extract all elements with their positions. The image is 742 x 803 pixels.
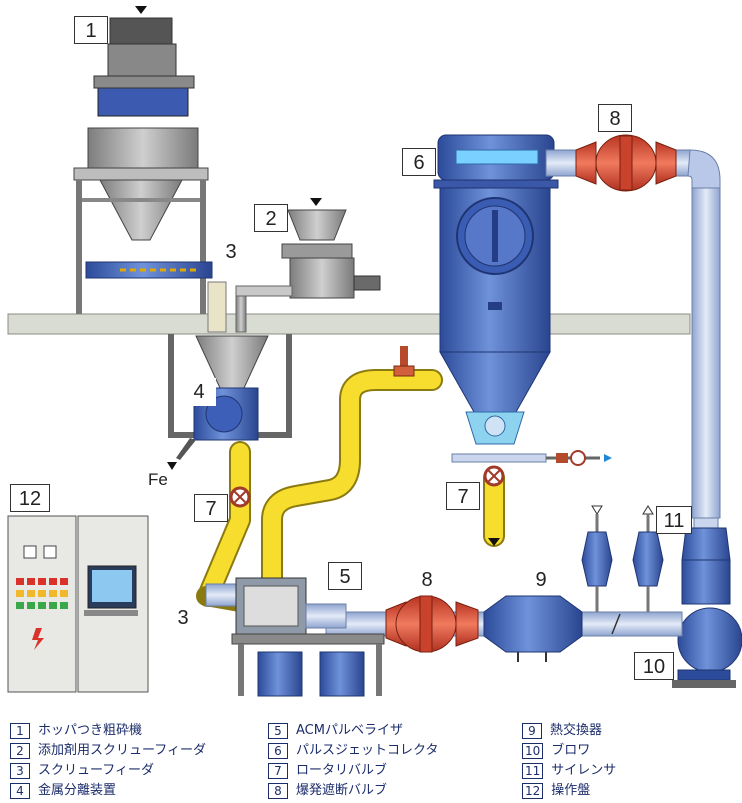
explosion-valve-top — [575, 134, 677, 192]
pulse-jet-collector — [433, 134, 612, 466]
indicator-lamp — [27, 578, 35, 585]
indicator-lamp — [60, 578, 68, 585]
callout-9: 9 — [524, 566, 558, 594]
callout-7a: 7 — [194, 494, 228, 522]
vent-filter-a — [581, 505, 613, 612]
hopper-crusher — [73, 6, 213, 314]
indicator-lamp — [27, 602, 35, 609]
callout-6: 6 — [402, 148, 436, 176]
process-diagram — [7, 6, 742, 697]
callout-10: 10 — [634, 652, 674, 680]
indicator-lamp — [16, 590, 24, 597]
callout-4: 4 — [182, 378, 216, 406]
indicator-lamp — [38, 590, 46, 597]
indicator-lamp — [49, 590, 57, 597]
callout-1: 1 — [74, 16, 108, 44]
callout-11: 11 — [656, 506, 692, 534]
callout-5: 5 — [328, 562, 362, 590]
callout-12: 12 — [10, 484, 50, 512]
indicator-lamp — [16, 578, 24, 585]
rotary-valve-a — [229, 486, 251, 508]
callout-7b: 7 — [446, 482, 480, 510]
indicator-lamp — [27, 590, 35, 597]
callout-8a: 8 — [598, 104, 632, 132]
top-duct — [545, 149, 721, 519]
heat-exchanger — [483, 595, 583, 662]
callout-3a: 3 — [214, 238, 248, 266]
rotary-valve-b — [483, 465, 505, 487]
indicator-lamp — [49, 602, 57, 609]
indicator-lamp — [60, 590, 68, 597]
control-panel — [7, 515, 149, 693]
blower — [672, 607, 742, 688]
vent-filter-b — [632, 505, 664, 612]
indicator-grid — [16, 578, 68, 609]
acm-pulverizer — [205, 577, 385, 697]
valve-stem — [400, 346, 408, 370]
explosion-valve-bottom — [385, 595, 479, 653]
indicator-lamp — [49, 578, 57, 585]
indicator-lamp — [16, 602, 24, 609]
indicator-lamp — [60, 602, 68, 609]
callout-8b: 8 — [410, 566, 444, 594]
additive-screw-feeder — [235, 198, 381, 333]
floor-slab — [7, 313, 691, 335]
callout-3b: 3 — [166, 604, 200, 632]
indicator-lamp — [38, 578, 46, 585]
fe-label: Fe — [148, 470, 168, 489]
callout-2: 2 — [254, 204, 288, 232]
metal-separator — [167, 281, 292, 470]
silencer — [681, 517, 731, 605]
indicator-lamp — [38, 602, 46, 609]
